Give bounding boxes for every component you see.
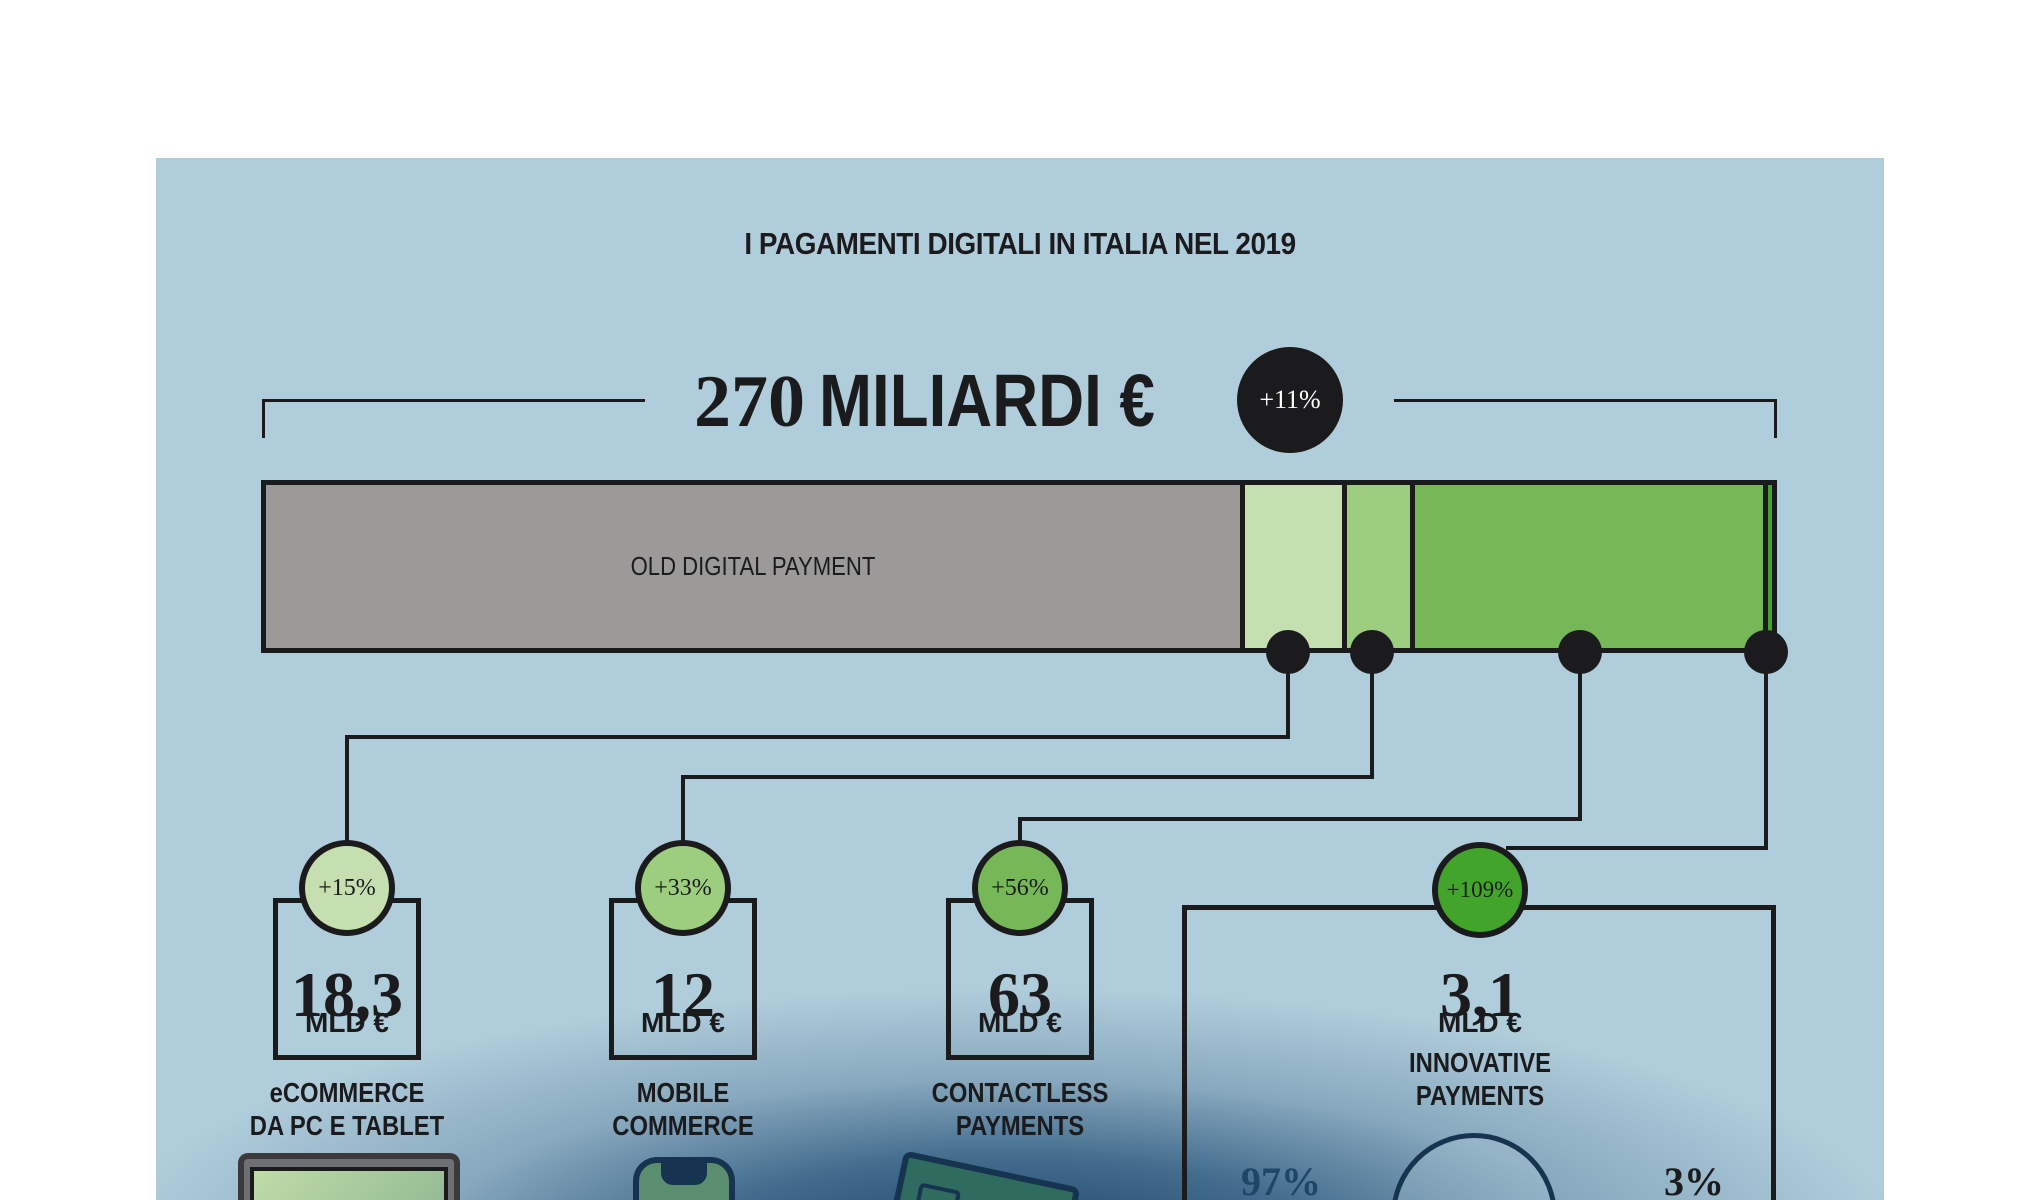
connector-line: [1764, 652, 1768, 850]
smartphone-icon: [633, 1157, 735, 1200]
bar-segment-mobile-commerce: [1342, 485, 1410, 648]
infographic-panel: I PAGAMENTI DIGITALI IN ITALIA NEL 2019 …: [156, 158, 1884, 1200]
bar-segment-old-digital-payment: OLD DIGITAL PAYMENT: [266, 485, 1240, 648]
total-bracket-left: [262, 399, 645, 438]
growth-badge-mobile: +33%: [635, 840, 731, 936]
category-label-line1: INNOVATIVE: [1409, 1047, 1551, 1078]
bar-segment-ecommerce: [1240, 485, 1342, 648]
category-label-line2: DA PC E TABLET: [249, 1110, 445, 1141]
category-unit: MLD €: [305, 1007, 389, 1038]
connector-line: [681, 775, 685, 845]
category-value: 63: [988, 959, 1052, 1030]
category-value: 3,1: [1440, 959, 1520, 1030]
bar-segment-label: OLD DIGITAL PAYMENT: [630, 551, 876, 581]
category-unit: MLD €: [1438, 1007, 1522, 1038]
category-label-line2: COMMERCE: [612, 1110, 754, 1141]
growth-badge-contactless: +56%: [972, 840, 1068, 936]
category-label-line1: eCOMMERCE: [269, 1077, 425, 1108]
growth-badge-ecommerce: +15%: [299, 840, 395, 936]
category-value: 12: [651, 959, 715, 1030]
category-label-line1: MOBILE: [636, 1077, 730, 1108]
connector-line: [1506, 846, 1768, 850]
connector-line: [1018, 817, 1022, 845]
total-value: 270: [694, 361, 805, 443]
chart-title: I PAGAMENTI DIGITALI IN ITALIA NEL 2019: [744, 226, 1296, 261]
bar-segment-innovative: [1763, 485, 1772, 648]
total-growth-badge: +11%: [1237, 347, 1343, 453]
category-unit: MLD €: [978, 1007, 1062, 1038]
category-label-line1: CONTACTLESS: [931, 1077, 1109, 1108]
category-unit: MLD €: [641, 1007, 725, 1038]
total-bracket-right: [1394, 399, 1777, 438]
connector-line: [681, 775, 1374, 779]
category-label-line2: PAYMENTS: [955, 1110, 1085, 1141]
category-label-line2: PAYMENTS: [1415, 1080, 1545, 1111]
category-value: 18,3: [291, 959, 403, 1030]
stacked-bar: OLD DIGITAL PAYMENT: [261, 480, 1777, 653]
total-unit: MILIARDI €: [819, 359, 1155, 442]
connector-line: [345, 735, 349, 845]
bar-segment-contactless: [1410, 485, 1763, 648]
connector-line: [1578, 652, 1582, 821]
innovative-share-right: 3%: [1664, 1159, 1724, 1200]
connector-line: [1370, 652, 1374, 779]
growth-badge-innovative: +109%: [1432, 842, 1528, 938]
innovative-share-left: 97%: [1241, 1159, 1321, 1200]
connector-line: [1286, 652, 1290, 739]
connector-line: [345, 735, 1290, 739]
connector-line: [1018, 817, 1582, 821]
credit-card-icon: [881, 1150, 1081, 1200]
laptop-icon: [238, 1153, 460, 1200]
